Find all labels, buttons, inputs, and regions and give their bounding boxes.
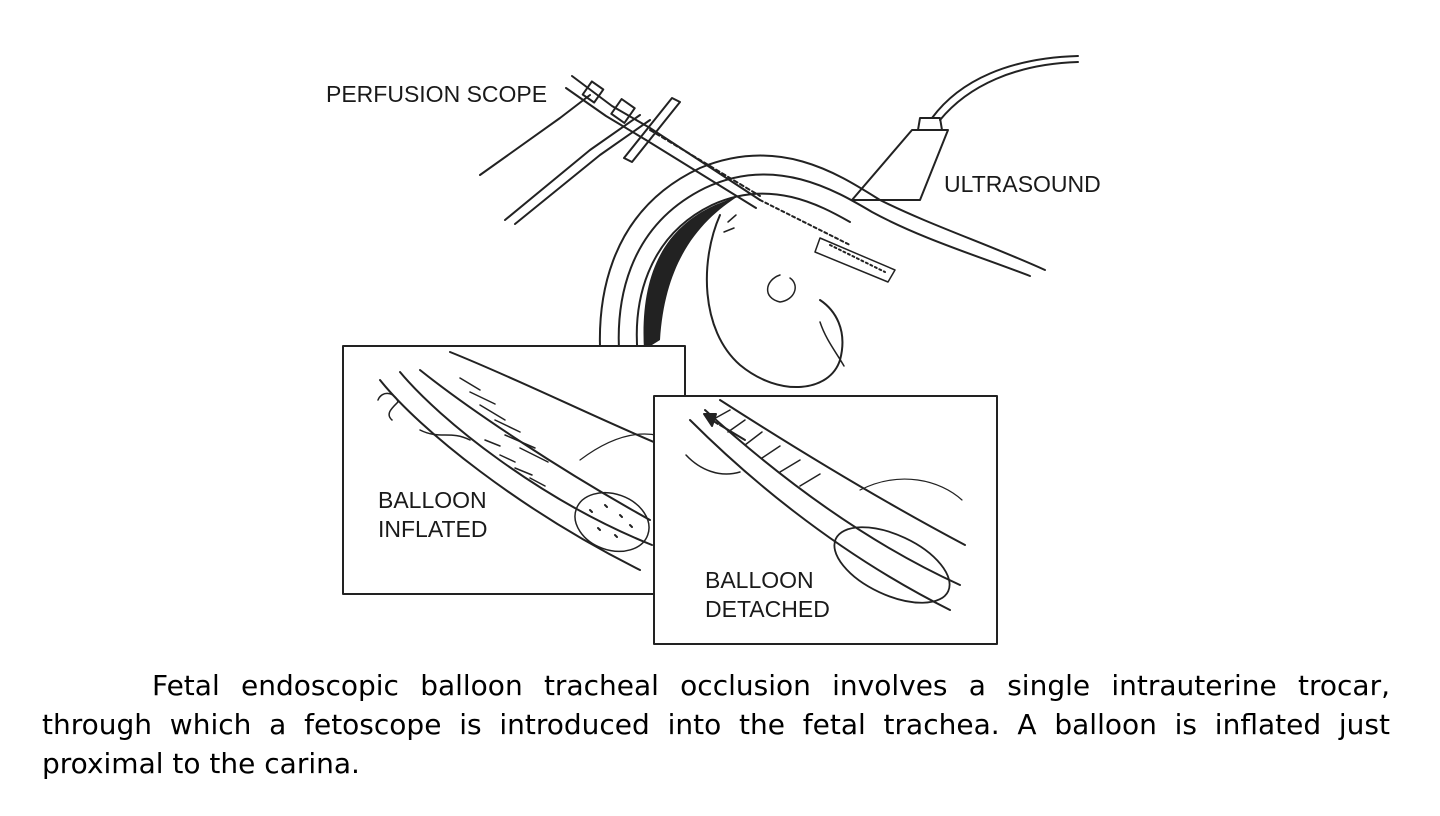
inset-balloon-detached: [653, 395, 998, 645]
perfusion-scope: [479, 75, 896, 283]
uterine-wall: [598, 154, 1046, 412]
figure-caption: Fetal endoscopic balloon tracheal occlus…: [42, 669, 1390, 780]
fetoscopy-diagram: PERFUSION SCOPE ULTRASOUND BALLOON INFLA…: [326, 55, 1101, 645]
balloon-detached-label-line1: BALLOON: [705, 567, 814, 593]
balloon-inflated-label-line1: BALLOON: [378, 487, 487, 513]
balloon-detached-label-line2: DETACHED: [705, 596, 830, 622]
trachea-detached: [685, 399, 966, 611]
perfusion-scope-label: PERFUSION SCOPE: [326, 81, 547, 107]
ultrasound-label: ULTRASOUND: [944, 171, 1101, 197]
fetal-head: [705, 214, 845, 388]
ultrasound-probe: [851, 55, 1079, 201]
balloon-inflated-label-line2: INFLATED: [378, 516, 487, 542]
